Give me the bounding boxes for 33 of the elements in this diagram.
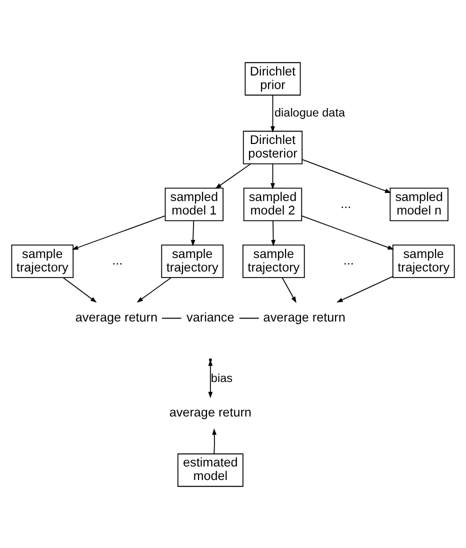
arrow <box>270 94 275 132</box>
arrow <box>136 276 172 302</box>
arrow <box>302 158 392 193</box>
arrow <box>270 163 275 189</box>
node-box: sampled model 1 <box>164 187 224 221</box>
arrow <box>215 163 251 188</box>
node-box: sample trajectory <box>392 244 455 278</box>
arrow <box>271 220 276 246</box>
arrow <box>72 215 166 250</box>
arrow <box>208 359 213 398</box>
label: ... <box>340 196 352 210</box>
arrow <box>301 215 394 250</box>
arrow <box>62 276 97 302</box>
node-text: average return <box>75 310 158 324</box>
arrow <box>212 428 217 454</box>
edge-label: dialogue data <box>274 106 346 119</box>
node-text: average return <box>263 310 346 324</box>
label: ... <box>343 253 354 268</box>
node-text: average return <box>169 405 252 420</box>
node-box: sample trajectory <box>242 244 305 278</box>
arrow <box>336 276 394 302</box>
node-box: Dirichlet posterior <box>242 130 303 164</box>
node-box: sample trajectory <box>11 244 74 278</box>
node-box: sampled model n <box>390 187 448 221</box>
arrow <box>282 276 296 303</box>
node-box: Dirichlet prior <box>244 62 301 96</box>
node-box: sampled model 2 <box>243 187 302 221</box>
arrow <box>190 220 196 246</box>
node-box: estimated model <box>177 452 244 486</box>
node-box: sample trajectory <box>161 244 224 278</box>
edge-label: bias <box>210 371 232 384</box>
label: variance <box>186 310 234 324</box>
label: ... <box>112 253 123 268</box>
